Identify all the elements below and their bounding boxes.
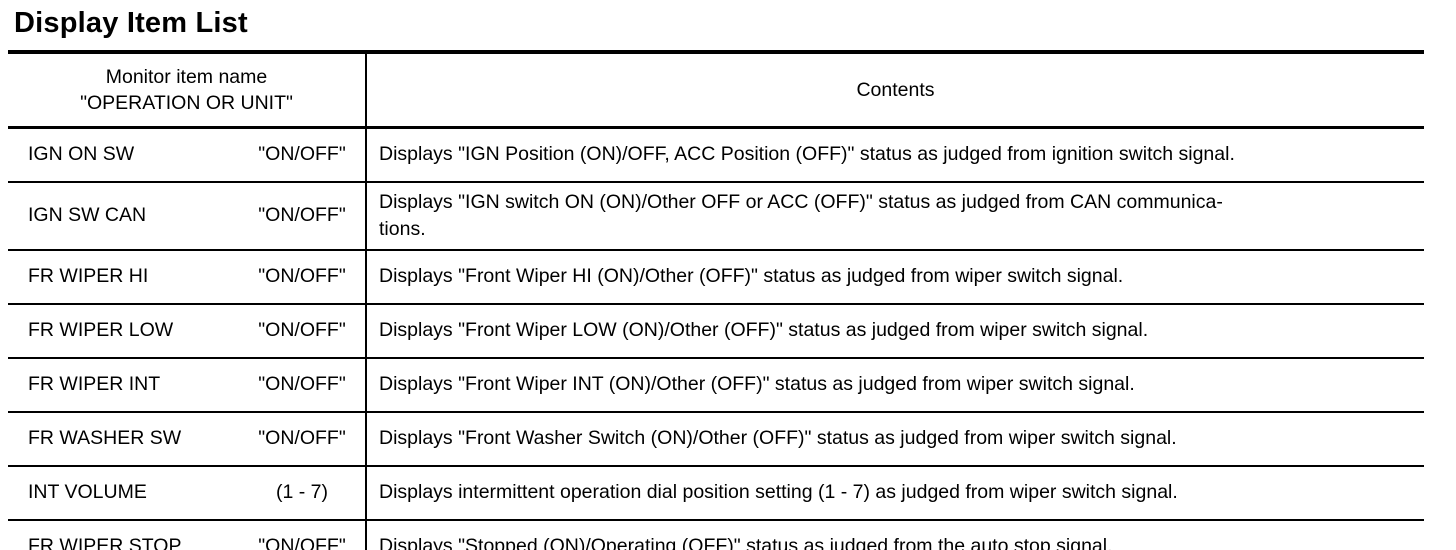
monitor-cell: FR WIPER HI "ON/OFF" [28, 265, 361, 288]
table-row: FR WIPER STOP "ON/OFF" Displays "Stopped… [8, 519, 1424, 550]
monitor-item-name: IGN ON SW [28, 143, 135, 166]
monitor-item-unit: "ON/OFF" [258, 535, 346, 550]
monitor-item-unit: "ON/OFF" [258, 204, 346, 227]
table-row: INT VOLUME (1 - 7) Displays intermittent… [8, 465, 1424, 521]
monitor-item-name: INT VOLUME [28, 481, 147, 504]
monitor-item-name: FR WIPER HI [28, 265, 149, 288]
header-monitor-item-name: Monitor item name "OPERATION OR UNIT" [8, 51, 367, 129]
table-row: IGN SW CAN "ON/OFF" Displays "IGN switch… [8, 181, 1424, 251]
monitor-item-unit: "ON/OFF" [258, 265, 346, 288]
monitor-cell: FR WASHER SW "ON/OFF" [28, 427, 361, 450]
header-contents: Contents [366, 51, 1424, 129]
row-contents: Displays "Front Wiper INT (ON)/Other (OF… [366, 357, 1424, 413]
row-contents: Displays "IGN switch ON (ON)/Other OFF o… [366, 181, 1424, 251]
monitor-cell: FR WIPER LOW "ON/OFF" [28, 319, 361, 342]
monitor-item-unit: "ON/OFF" [258, 143, 346, 166]
monitor-item-unit: "ON/OFF" [258, 427, 346, 450]
row-contents: Displays "Front Wiper HI (ON)/Other (OFF… [366, 249, 1424, 305]
monitor-cell: IGN ON SW "ON/OFF" [28, 143, 361, 166]
row-contents: Displays "Front Washer Switch (ON)/Other… [366, 411, 1424, 467]
page-title: Display Item List [14, 7, 248, 39]
table-row: FR WIPER INT "ON/OFF" Displays "Front Wi… [8, 357, 1424, 413]
table-header: Monitor item name "OPERATION OR UNIT" Co… [8, 51, 1424, 129]
table-row: IGN ON SW "ON/OFF" Displays "IGN Positio… [8, 127, 1424, 183]
row-contents: Displays "Stopped (ON)/Operating (OFF)" … [366, 519, 1424, 550]
table-body: IGN ON SW "ON/OFF" Displays "IGN Positio… [8, 127, 1424, 550]
monitor-item-name: FR WASHER SW [28, 427, 182, 450]
row-contents: Displays "IGN Position (ON)/OFF, ACC Pos… [366, 127, 1424, 183]
monitor-item-name: FR WIPER INT [28, 373, 161, 396]
header-row: Monitor item name "OPERATION OR UNIT" Co… [8, 51, 1424, 129]
monitor-item-name: FR WIPER LOW [28, 319, 174, 342]
monitor-item-name: IGN SW CAN [28, 204, 147, 227]
monitor-cell: IGN SW CAN "ON/OFF" [28, 204, 361, 227]
monitor-cell: FR WIPER STOP "ON/OFF" [28, 535, 361, 550]
table-row: FR WASHER SW "ON/OFF" Displays "Front Wa… [8, 411, 1424, 467]
table-row: FR WIPER HI "ON/OFF" Displays "Front Wip… [8, 249, 1424, 305]
monitor-item-name: FR WIPER STOP [28, 535, 182, 550]
row-contents: Displays "Front Wiper LOW (ON)/Other (OF… [366, 303, 1424, 359]
monitor-item-unit: (1 - 7) [275, 481, 328, 504]
monitor-item-unit: "ON/OFF" [258, 373, 346, 396]
row-contents: Displays intermittent operation dial pos… [366, 465, 1424, 521]
monitor-item-unit: "ON/OFF" [258, 319, 346, 342]
monitor-cell: FR WIPER INT "ON/OFF" [28, 373, 361, 396]
monitor-cell: INT VOLUME (1 - 7) [28, 481, 361, 504]
table-row: FR WIPER LOW "ON/OFF" Displays "Front Wi… [8, 303, 1424, 359]
display-item-table: Monitor item name "OPERATION OR UNIT" Co… [8, 49, 1424, 550]
